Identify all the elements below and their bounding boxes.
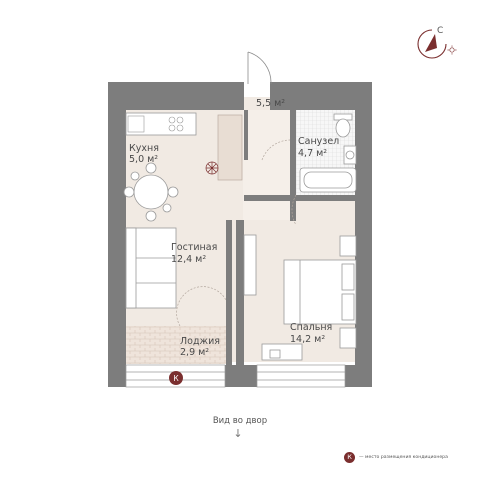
legend-ac-icon: К xyxy=(344,452,355,463)
bathtub-icon xyxy=(299,167,357,193)
legend: К — место размещения кондиционера xyxy=(344,452,448,463)
interior-doors xyxy=(176,139,297,327)
loggia-area: 2,9 м² xyxy=(180,347,209,358)
ac-unit-icon: К xyxy=(169,371,183,385)
plant-icon xyxy=(205,161,219,175)
hall-floor xyxy=(243,110,293,220)
loggia-floor xyxy=(126,326,226,364)
table-icon xyxy=(123,162,179,222)
ac-badge-letter: К xyxy=(173,374,179,383)
sun-icon xyxy=(447,45,457,55)
walls xyxy=(108,82,372,387)
living-name: Гостиная xyxy=(171,242,217,253)
kitchen-area: 5,0 м² xyxy=(129,154,158,165)
wardrobe-icon xyxy=(243,234,257,296)
toilet-icon xyxy=(333,113,353,138)
bedroom-name: Спальня xyxy=(290,322,332,333)
view-arrow-icon: ↓ xyxy=(233,427,243,440)
entrance-door[interactable] xyxy=(247,51,272,85)
kitchen-counter xyxy=(125,112,197,136)
hall-area: 5,5 м² xyxy=(256,98,285,109)
kitchen-partition xyxy=(217,114,243,181)
bathroom-area: 4,7 м² xyxy=(298,148,327,159)
view-label: Вид во двор xyxy=(212,416,268,426)
nightstand-icon xyxy=(339,327,357,349)
loggia-name: Лоджия xyxy=(180,336,220,347)
bed-icon xyxy=(283,259,357,325)
kitchen-name: Кухня xyxy=(129,143,159,154)
compass-icon: С xyxy=(417,26,447,59)
living-area: 12,4 м² xyxy=(171,254,206,265)
bedroom-area: 14,2 м² xyxy=(290,334,325,345)
legend-text: — место размещения кондиционера xyxy=(359,455,448,460)
sofa-icon xyxy=(125,227,177,309)
stove-icon xyxy=(168,116,184,132)
nightstand-icon xyxy=(339,235,357,257)
bathroom-sink-icon xyxy=(343,145,357,165)
bathroom-name: Санузел xyxy=(298,136,339,147)
compass-north: С xyxy=(437,26,443,36)
sink-icon xyxy=(127,115,145,133)
desk-icon xyxy=(261,343,303,361)
